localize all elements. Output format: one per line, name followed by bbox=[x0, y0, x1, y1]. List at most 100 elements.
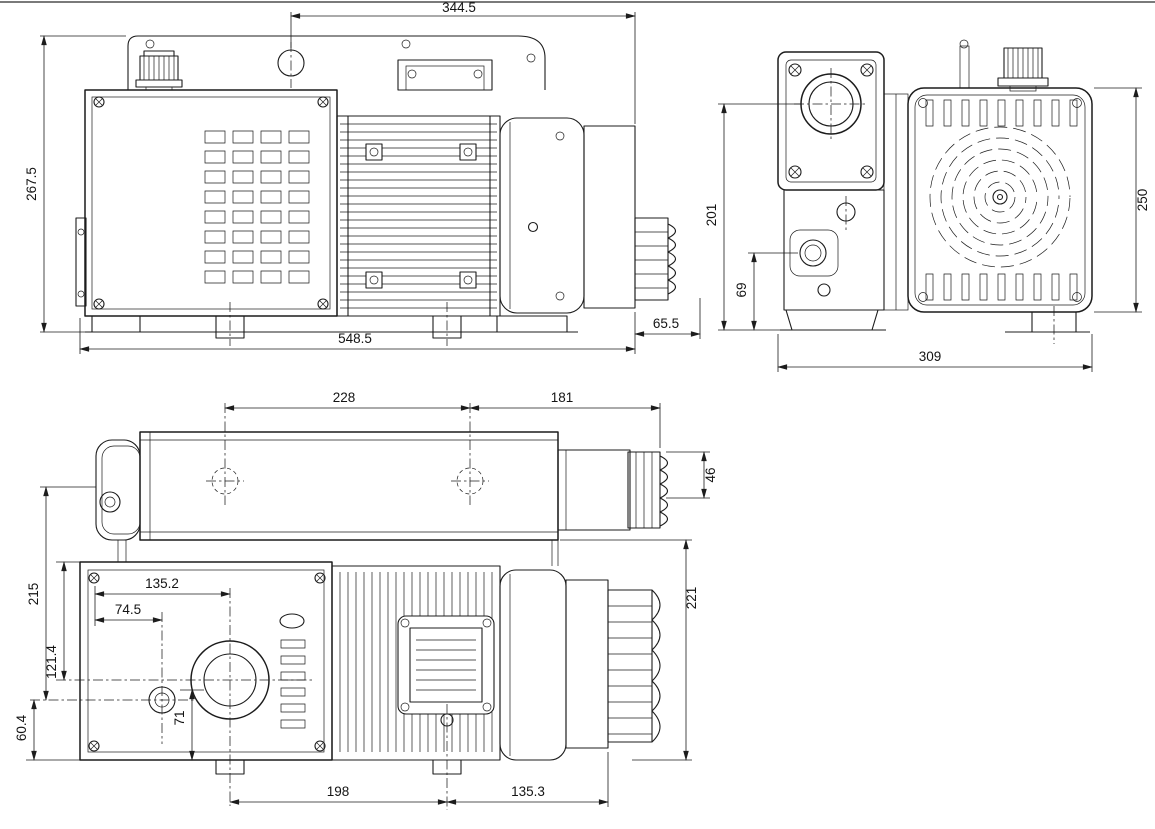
plan-bolt-hole bbox=[451, 403, 489, 505]
oil-fill-plug bbox=[836, 196, 856, 230]
dim-label-plug-offset-x: 74.5 bbox=[115, 602, 141, 617]
dim-label-port-offset-y: 121.4 bbox=[44, 645, 59, 679]
fan-cover-top-slots bbox=[925, 99, 1078, 127]
exhaust-flange bbox=[397, 59, 493, 91]
dim-plan-body-width: 221 bbox=[560, 539, 699, 761]
inlet-flange-inner bbox=[785, 59, 877, 183]
plan-body-inner-lines bbox=[140, 432, 558, 540]
dim-label-sight-glass-height: 69 bbox=[734, 282, 749, 297]
end-bell-screw bbox=[555, 291, 565, 301]
plan-ribbed-cap bbox=[627, 451, 669, 529]
plan-left-cap-inner bbox=[101, 445, 141, 535]
fan-cover bbox=[907, 87, 1093, 313]
lid-outline bbox=[127, 35, 546, 90]
oil-drain-plug bbox=[817, 283, 831, 297]
dim-label-port-edge-offset: 71 bbox=[172, 710, 187, 725]
fan-cover-inner bbox=[914, 94, 1086, 306]
motor-bolt-pads bbox=[365, 143, 477, 289]
front-feet bbox=[85, 302, 578, 346]
plan-foot-tab bbox=[215, 759, 245, 775]
connector-boot bbox=[634, 217, 677, 301]
plan-left-hole-inner bbox=[104, 496, 116, 508]
side-foot bbox=[1005, 306, 1090, 344]
vent-grille bbox=[204, 130, 310, 284]
side-view: 201 69 250 309 bbox=[704, 39, 1150, 372]
dim-side-depth: 309 bbox=[777, 334, 1093, 372]
dim-label-end-cap-offset: 46 bbox=[703, 467, 718, 482]
body-screws bbox=[93, 96, 329, 310]
pump-housing-side bbox=[783, 189, 885, 311]
dim-label-end-connector: 65.5 bbox=[653, 316, 679, 331]
dim-plan-housing-width: 215 bbox=[26, 486, 96, 701]
end-bell bbox=[499, 117, 585, 314]
lid-screw bbox=[526, 53, 536, 63]
front-view: 344.5 267.5 548.5 65.5 bbox=[24, 0, 701, 354]
motor-fins bbox=[340, 123, 497, 309]
dim-plan-plug-offset-y: 60.4 bbox=[14, 699, 80, 761]
dim-side-inlet-height: 201 bbox=[704, 103, 801, 331]
dim-label-body-width: 221 bbox=[684, 587, 699, 610]
plan-body bbox=[139, 431, 559, 541]
plan-bolt-hole bbox=[206, 403, 244, 505]
dim-plan-foot-to-end: 135.3 bbox=[446, 752, 609, 807]
terminal-box bbox=[397, 615, 495, 715]
oil-cap-side bbox=[997, 47, 1049, 92]
dim-front-connector: 65.5 bbox=[634, 298, 701, 339]
dim-label-foot-spacing: 198 bbox=[327, 784, 350, 799]
fan-cover-bottom-slots bbox=[925, 273, 1078, 301]
plan-oil-plug bbox=[30, 612, 196, 744]
fan-cover-screws bbox=[918, 98, 1082, 302]
motor-stator-edge bbox=[883, 93, 909, 311]
dim-plan-port-offset-x: 135.2 bbox=[94, 576, 231, 626]
dim-plan-foot-spacing: 198 bbox=[229, 784, 448, 805]
plan-connector-lines bbox=[117, 540, 559, 566]
lid-screw bbox=[145, 39, 155, 49]
plan-plate-screws bbox=[88, 572, 326, 752]
plan-end-cap bbox=[565, 579, 609, 749]
fan-grill bbox=[929, 126, 1071, 268]
dim-plan-end-cap-offset: 46 bbox=[666, 451, 718, 499]
dim-label-overall-depth: 309 bbox=[919, 349, 942, 364]
dim-label-bolt-spacing: 228 bbox=[333, 390, 356, 405]
lid-screw bbox=[401, 39, 411, 49]
plan-connector-boot bbox=[607, 589, 661, 743]
oil-fill-cap bbox=[135, 50, 183, 91]
side-base bbox=[785, 309, 879, 331]
dim-front-height: 267.5 bbox=[24, 35, 126, 333]
side-bracket bbox=[75, 217, 87, 307]
dim-label-bolt-to-end: 181 bbox=[551, 390, 574, 405]
plan-motor-extension bbox=[557, 449, 631, 531]
dim-label-overall-length: 548.5 bbox=[338, 331, 372, 346]
dim-label-fan-cover-height: 250 bbox=[1135, 189, 1150, 212]
dim-plan-port-offset-y: 121.4 bbox=[44, 561, 80, 681]
dim-label-top-width: 344.5 bbox=[442, 0, 476, 15]
plan-view: 228 181 46 221 215 135.2 74 bbox=[14, 390, 718, 810]
handle-hole bbox=[277, 42, 305, 88]
plan-oval-port bbox=[279, 613, 305, 629]
end-bell-screw bbox=[555, 131, 565, 141]
dim-plan-port-edge-offset: 71 bbox=[172, 689, 204, 761]
pump-body-inner bbox=[91, 96, 331, 310]
dim-side-sight-glass-height: 69 bbox=[734, 252, 798, 331]
dim-side-fan-cover-height: 250 bbox=[1094, 87, 1150, 313]
dim-plan-bolt-spacing: 228 bbox=[224, 390, 471, 411]
plan-front-plate bbox=[79, 561, 333, 761]
end-cap-plate bbox=[583, 125, 636, 309]
dim-label-inlet-height: 201 bbox=[704, 204, 719, 227]
dim-plan-bolt-to-end: 181 bbox=[469, 390, 661, 448]
dim-label-housing-width: 215 bbox=[26, 583, 41, 606]
dim-label-plug-offset-y: 60.4 bbox=[14, 714, 29, 741]
motor-flanges bbox=[347, 116, 491, 316]
dim-label-overall-height: 267.5 bbox=[24, 167, 39, 201]
plan-vent-slots bbox=[280, 639, 306, 729]
flange-screws bbox=[788, 63, 874, 179]
dim-front-top-width: 344.5 bbox=[290, 0, 636, 124]
dim-front-length: 548.5 bbox=[79, 312, 636, 354]
small-port bbox=[527, 221, 539, 233]
plan-inlet-port bbox=[56, 588, 312, 806]
breather-pipe bbox=[959, 39, 970, 89]
plan-foot-tab bbox=[432, 759, 462, 775]
dim-plan-plug-offset-x: 74.5 bbox=[94, 602, 163, 623]
